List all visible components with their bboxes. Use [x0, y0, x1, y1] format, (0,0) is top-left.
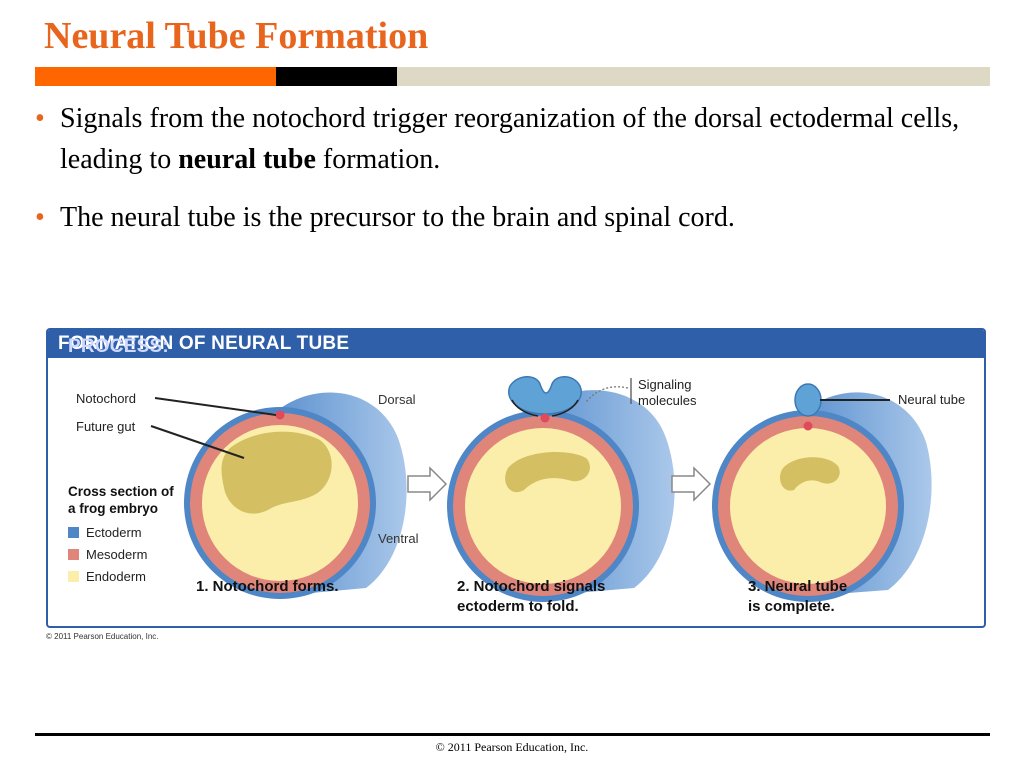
- step-1-caption-line-1: 1. Notochord forms.: [196, 578, 339, 595]
- legend-mesoderm-swatch: [68, 549, 79, 560]
- signaling-pointer: [585, 386, 629, 403]
- ventral-label: Ventral: [378, 531, 419, 546]
- embryo-stage-1: Notochord Future gut Dorsal Ventral: [76, 391, 419, 599]
- embryo-stage-3: Neural tube: [712, 383, 965, 602]
- bullet-dot: •: [35, 202, 45, 233]
- signaling-label-line-2: molecules: [638, 393, 697, 408]
- bullet-item-1: • Signals from the notochord trigger reo…: [35, 98, 965, 180]
- legend-ectoderm-swatch: [68, 527, 79, 538]
- embryo-stage-2: Signaling molecules: [447, 376, 697, 602]
- legend-endoderm-swatch: [68, 571, 79, 582]
- signaling-label-line-1: Signaling: [638, 377, 692, 392]
- future-gut-label: Future gut: [76, 419, 136, 434]
- embryo-3-endoderm: [730, 428, 886, 584]
- legend-title-line-2: a frog embryo: [68, 501, 158, 516]
- notochord-leader-line: [154, 397, 277, 416]
- dorsal-label: Dorsal: [378, 392, 416, 407]
- legend-title-line-1: Cross section of: [68, 484, 174, 499]
- bar-black-segment: [276, 67, 397, 86]
- embryo-2-gut: [505, 452, 590, 493]
- step-2-caption-line-2: ectoderm to fold.: [457, 598, 579, 615]
- future-gut-leader-line: [150, 425, 245, 459]
- signal-arrow-left: [511, 399, 539, 417]
- step-2-caption-line-1: 2. Notochord signals: [457, 578, 605, 595]
- bullet-item-2: • The neural tube is the precursor to th…: [35, 197, 965, 238]
- bar-orange-segment: [35, 67, 276, 86]
- step-3-caption-line-2: is complete.: [748, 598, 835, 615]
- bar-tan-segment: [397, 67, 990, 86]
- bullet-2-text: The neural tube is the precursor to the …: [60, 202, 735, 233]
- figure-header-process: PROCESS:: [68, 336, 169, 357]
- figure-illustration: Notochord Future gut Dorsal Ventral Cros…: [68, 376, 965, 615]
- neural-tube-label: Neural tube: [898, 392, 965, 407]
- figure-copyright: © 2011 Pearson Education, Inc.: [46, 632, 159, 641]
- figure-header-text: PROCESS: FORMATION OF NEURAL TUBE: [58, 333, 350, 357]
- slide-title: Neural Tube Formation: [44, 15, 429, 57]
- embryo-2-endoderm: [465, 428, 621, 584]
- bullet-1-text-start: Signals from the notochord trigger reorg…: [60, 103, 960, 175]
- embryo-1-notochord: [275, 410, 285, 420]
- embryo-3-notochord: [803, 421, 813, 431]
- footer-copyright: © 2011 Pearson Education, Inc.: [435, 740, 589, 754]
- bullet-dot: •: [35, 103, 45, 134]
- figure-header-title: FORMATION OF NEURAL TUBE: [58, 333, 350, 354]
- embryo-2-neural-plate: [508, 376, 582, 415]
- figure-header: PROCESS: FORMATION OF NEURAL TUBE: [48, 330, 984, 358]
- neural-tube-figure: PROCESS: FORMATION OF NEURAL TUBE Notoch…: [46, 328, 986, 628]
- signal-arrow-right: [551, 399, 579, 417]
- bullet-list: • Signals from the notochord trigger reo…: [35, 98, 965, 238]
- bullet-1-bold-term: neural tube: [178, 144, 316, 175]
- process-arrow-2: [671, 466, 712, 502]
- notochord-label: Notochord: [76, 391, 136, 406]
- legend-mesoderm-label: Mesoderm: [86, 547, 147, 562]
- title-underline-bar: [35, 67, 990, 86]
- embryo-3-neural-tube: [794, 383, 822, 417]
- process-arrow-1: [407, 466, 448, 502]
- legend-ectoderm-label: Ectoderm: [86, 525, 142, 540]
- embryo-3-gut: [780, 457, 840, 491]
- footer-divider: [35, 733, 990, 736]
- legend: Cross section of a frog embryo Ectoderm …: [68, 484, 174, 584]
- legend-endoderm-label: Endoderm: [86, 569, 146, 584]
- embryo-1-future-gut: [221, 431, 332, 514]
- embryo-2-notochord: [540, 413, 550, 423]
- step-3-caption-line-1: 3. Neural tube: [748, 578, 847, 595]
- bullet-1-text-end: formation.: [315, 144, 441, 175]
